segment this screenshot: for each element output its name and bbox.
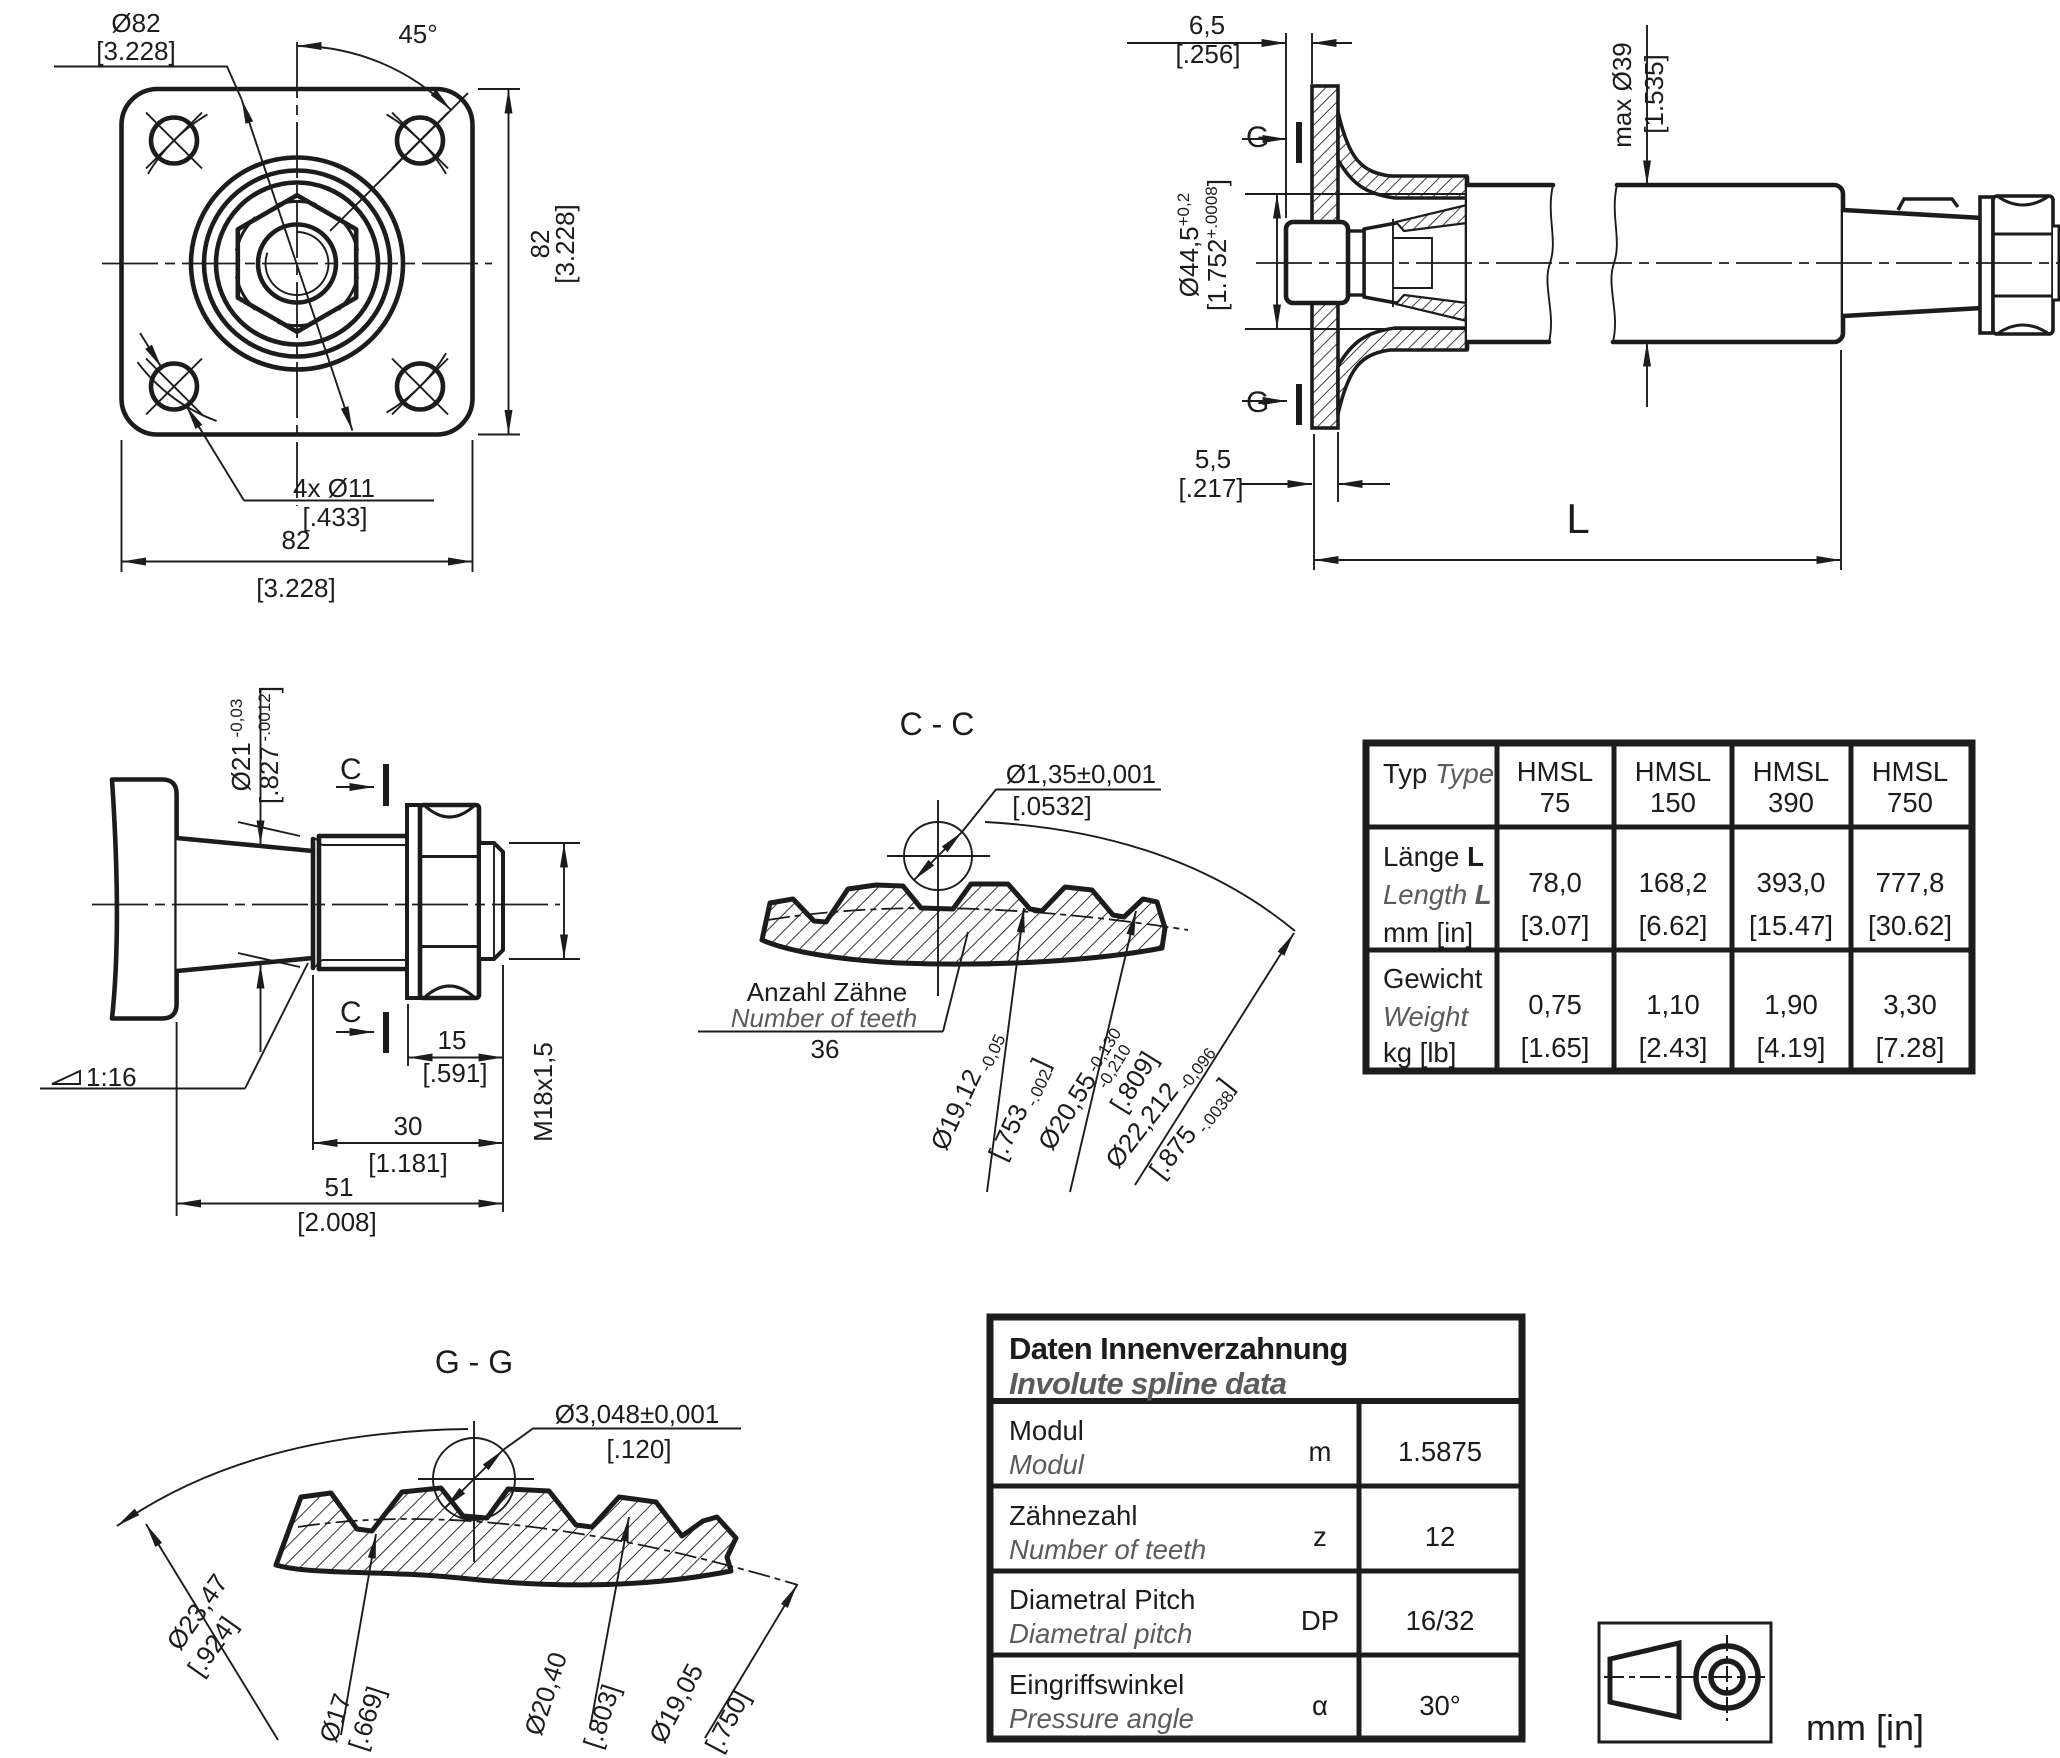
svg-text:150: 150 [1650,787,1696,818]
svg-text:1.5875: 1.5875 [1398,1436,1482,1467]
svg-text:Involute spline data: Involute spline data [1009,1366,1287,1401]
svg-text:G: G [1246,121,1269,154]
svg-text:Modul: Modul [1009,1449,1085,1480]
svg-text:[.120]: [.120] [606,1434,671,1464]
svg-text:78,0: 78,0 [1528,867,1582,898]
svg-text:Ø21 -0,03: Ø21 -0,03 [226,699,256,792]
svg-text:[3.228]: [3.228] [256,573,336,603]
svg-text:HMSL: HMSL [1517,756,1593,787]
svg-text:[1.535]: [1.535] [1639,54,1669,134]
svg-text:16/32: 16/32 [1406,1605,1475,1636]
svg-text:mm [in]: mm [in] [1383,917,1473,948]
svg-text:45°: 45° [398,19,437,49]
svg-text:Modul: Modul [1009,1415,1084,1446]
svg-text:α: α [1312,1690,1328,1721]
svg-text:Ø82: Ø82 [111,8,160,38]
svg-text:Ø44,5+0,2: Ø44,5+0,2 [1174,193,1204,297]
svg-text:M18x1,5: M18x1,5 [528,1042,558,1142]
svg-text:[.256]: [.256] [1175,39,1240,69]
svg-text:Eingriffswinkel: Eingriffswinkel [1009,1669,1184,1700]
svg-text:[.433]: [.433] [302,502,367,532]
svg-text:[15.47]: [15.47] [1749,910,1833,941]
svg-text:1,90: 1,90 [1764,989,1818,1020]
svg-text:[2.008]: [2.008] [297,1207,377,1237]
svg-text:Number of teeth: Number of teeth [1009,1534,1206,1565]
svg-text:1,10: 1,10 [1646,989,1700,1020]
svg-text:3,30: 3,30 [1883,989,1937,1020]
svg-text:30°: 30° [1419,1690,1461,1721]
svg-text:82: 82 [282,525,311,555]
svg-text:Ø1,35±0,001: Ø1,35±0,001 [1006,759,1156,789]
svg-text:[.217]: [.217] [1178,473,1243,503]
svg-text:Typ Type: Typ Type [1383,758,1494,789]
svg-text:[6.62]: [6.62] [1639,910,1708,941]
svg-text:z: z [1313,1521,1327,1552]
svg-text:[.827 -.0012]: [.827 -.0012] [254,686,284,804]
svg-text:HMSL: HMSL [1753,756,1829,787]
svg-text:Zähnezahl: Zähnezahl [1009,1500,1137,1531]
svg-text:Length L: Length L [1383,879,1492,910]
svg-text:Pressure angle: Pressure angle [1009,1703,1194,1734]
svg-text:82: 82 [525,230,555,259]
svg-text:C - C: C - C [900,706,975,742]
svg-text:0,75: 0,75 [1528,989,1582,1020]
svg-text:Anzahl Zähne: Anzahl Zähne [747,977,907,1007]
svg-text:[3.07]: [3.07] [1521,910,1590,941]
svg-text:[1.181]: [1.181] [368,1148,448,1178]
svg-text:6,5: 6,5 [1189,10,1225,40]
svg-text:HMSL: HMSL [1635,756,1711,787]
svg-text:L: L [1566,495,1589,542]
svg-text:[2.43]: [2.43] [1639,1032,1708,1063]
svg-text:G: G [1246,386,1269,419]
svg-text:[1.752+.0008]: [1.752+.0008] [1202,179,1232,311]
svg-text:168,2: 168,2 [1639,867,1708,898]
svg-text:750: 750 [1887,787,1933,818]
svg-text:[3.228]: [3.228] [550,204,580,284]
svg-text:75: 75 [1540,787,1571,818]
svg-text:4x Ø11: 4x Ø11 [293,473,375,503]
svg-text:C: C [340,753,362,786]
svg-text:kg [lb]: kg [lb] [1383,1037,1456,1068]
svg-text:G - G: G - G [435,1344,513,1380]
svg-text:max Ø39: max Ø39 [1607,42,1637,148]
svg-text:[4.19]: [4.19] [1757,1032,1826,1063]
svg-text:[7.28]: [7.28] [1876,1032,1945,1063]
svg-text:[.0532]: [.0532] [1012,791,1092,821]
svg-text:DP: DP [1301,1605,1339,1636]
svg-text:1:16: 1:16 [86,1062,137,1092]
svg-text:C: C [340,996,362,1029]
svg-text:Weight: Weight [1383,1001,1469,1032]
svg-text:Daten Innenverzahnung: Daten Innenverzahnung [1009,1331,1348,1366]
svg-text:Diametral pitch: Diametral pitch [1009,1618,1192,1649]
svg-text:[3.228]: [3.228] [96,36,176,66]
svg-text:[1.65]: [1.65] [1521,1032,1590,1063]
svg-text:777,8: 777,8 [1876,867,1945,898]
svg-text:393,0: 393,0 [1757,867,1826,898]
svg-text:m: m [1309,1436,1332,1467]
svg-text:12: 12 [1425,1521,1456,1552]
svg-text:[.591]: [.591] [422,1058,487,1088]
svg-text:36: 36 [811,1034,840,1064]
svg-text:mm [in]: mm [in] [1806,1707,1924,1748]
svg-text:HMSL: HMSL [1872,756,1948,787]
svg-text:15: 15 [438,1025,467,1055]
svg-text:Länge L: Länge L [1383,841,1484,872]
svg-text:5,5: 5,5 [1195,444,1231,474]
svg-text:Number of teeth: Number of teeth [731,1003,917,1033]
svg-text:Gewicht: Gewicht [1383,963,1483,994]
svg-text:51: 51 [325,1172,354,1202]
svg-text:Ø3,048±0,001: Ø3,048±0,001 [555,1399,720,1429]
svg-text:Diametral Pitch: Diametral Pitch [1009,1584,1195,1615]
svg-text:[30.62]: [30.62] [1868,910,1952,941]
svg-text:390: 390 [1768,787,1814,818]
svg-text:30: 30 [394,1111,423,1141]
